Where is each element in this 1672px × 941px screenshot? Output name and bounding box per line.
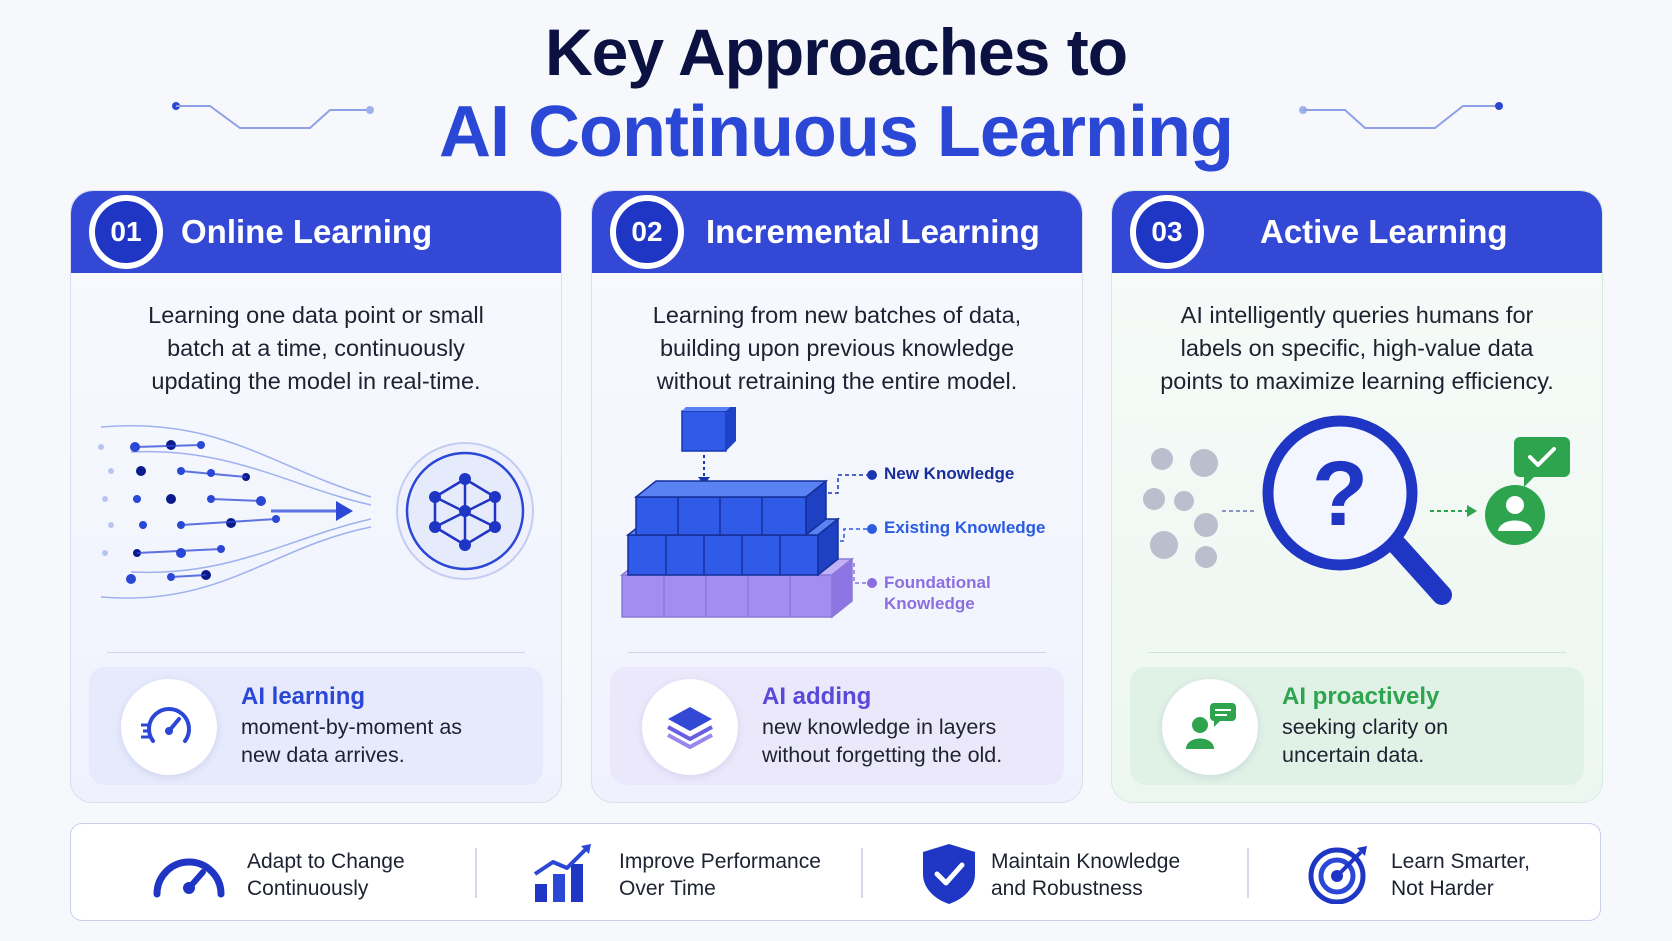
card-title: Incremental Learning <box>706 213 1040 250</box>
card-active-learning: 03 Active Learning AI intelligently quer… <box>1111 190 1603 803</box>
card-description: Learning from new batches of data, build… <box>652 302 1022 394</box>
benefit-text: Maintain Knowledge and Robustness <box>991 850 1181 900</box>
benefits-bar: Adapt to Change Continuously Improve Per… <box>70 823 1601 921</box>
svg-text:?: ? <box>1312 443 1368 545</box>
layer-label-foundational: Foundational Knowledge <box>884 573 991 613</box>
user-chat-icon <box>1162 679 1258 775</box>
data-stream-illustration <box>98 425 534 599</box>
layer-label-new: New Knowledge <box>884 464 1015 483</box>
shield-check-icon <box>923 844 975 904</box>
summary-heading: AI learning <box>241 683 366 710</box>
title-line-1: Key Approaches to <box>544 15 1128 89</box>
circuit-decoration-right-icon <box>1299 102 1503 129</box>
benefit-text: Adapt to Change Continuously <box>247 850 405 900</box>
page-title: Key Approaches to AI Continuous Learning <box>0 14 1672 174</box>
card-header: 02 Incremental Learning <box>592 191 1082 273</box>
divider <box>107 652 525 653</box>
card-number-badge: 03 <box>1130 195 1204 269</box>
summary-body: moment-by-moment as new data arrives. <box>241 715 463 767</box>
separator <box>475 848 477 898</box>
card-title: Online Learning <box>181 213 433 250</box>
divider <box>628 652 1046 653</box>
summary-box: AI adding new knowledge in layers withou… <box>610 667 1064 785</box>
summary-box: AI proactively seeking clarity on uncert… <box>1130 667 1584 785</box>
layers-icon <box>642 679 738 775</box>
card-header: 01 Online Learning <box>71 191 561 273</box>
card-header: 03 Active Learning <box>1112 191 1602 273</box>
card-title: Active Learning <box>1260 213 1508 250</box>
growth-chart-icon <box>533 844 591 902</box>
summary-heading: AI adding <box>762 683 872 710</box>
benefit-text: Learn Smarter, Not Harder <box>1391 850 1530 900</box>
separator <box>861 848 863 898</box>
card-description: AI intelligently queries humans for labe… <box>1160 302 1554 394</box>
summary-body: seeking clarity on uncertain data. <box>1282 715 1449 767</box>
summary-box: AI learning moment-by-moment as new data… <box>89 667 543 785</box>
target-icon <box>1308 846 1367 904</box>
summary-heading: AI proactively <box>1282 683 1440 710</box>
card-description: Learning one data point or small batch a… <box>148 302 484 394</box>
magnifier-question-icon: ? <box>1262 415 1452 605</box>
title-line-2: AI Continuous Learning <box>439 92 1234 172</box>
benefit-text: Improve Performance Over Time <box>619 850 821 900</box>
card-online-learning: 01 Online Learning Learning one data poi… <box>70 190 562 803</box>
divider <box>1148 652 1566 653</box>
card-incremental-learning: 02 Incremental Learning Learning from ne… <box>591 190 1083 803</box>
gauge-icon <box>153 858 225 898</box>
speed-gauge-icon <box>121 679 217 775</box>
card-number-badge: 01 <box>89 195 163 269</box>
active-query-illustration: ? <box>1143 415 1570 605</box>
card-number-badge: 02 <box>610 195 684 269</box>
layer-label-existing: Existing Knowledge <box>884 518 1046 537</box>
knowledge-layers-illustration: New Knowledge Existing Knowledge Foundat… <box>592 407 1082 627</box>
circuit-decoration-left-icon <box>172 102 374 129</box>
separator <box>1247 848 1249 898</box>
summary-body: new knowledge in layers without forgetti… <box>762 715 1003 767</box>
